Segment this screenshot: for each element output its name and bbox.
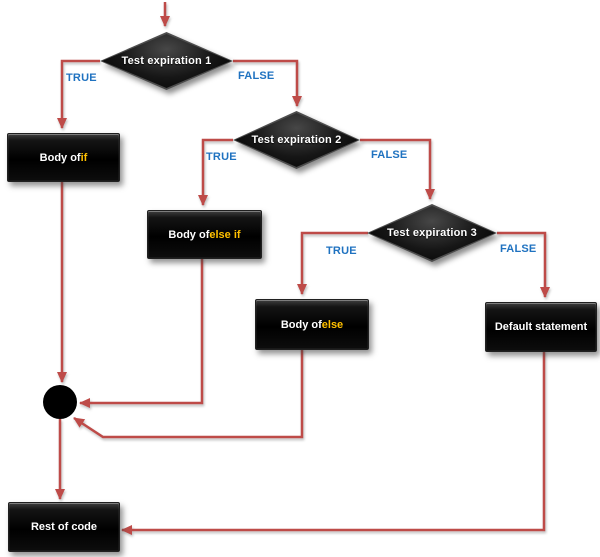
- box-label-prefix: Body of: [168, 228, 210, 241]
- box-body-of-if: Body of if: [7, 133, 120, 182]
- decision-label: Test expiration 2: [251, 134, 342, 146]
- box-label-keyword: else if: [209, 228, 241, 241]
- box-default-statement: Default statement: [485, 302, 597, 352]
- box-label: Rest of code: [30, 521, 97, 533]
- decision-test-expiration-1: Test expiration 1: [100, 32, 233, 90]
- box-rest-of-code: Rest of code: [8, 502, 120, 552]
- box-label-prefix: Body of: [280, 318, 322, 331]
- box-label-prefix: Body of: [39, 151, 81, 164]
- arrow-test3-false-to-default: [497, 231, 550, 298]
- branch-label-test1-false: FALSE: [238, 70, 275, 82]
- box-label-keyword: else: [321, 318, 344, 331]
- decision-test-expiration-3: Test expiration 3: [367, 204, 497, 262]
- box-label-keyword: if: [80, 151, 88, 164]
- arrow-test1-false-to-test2: [233, 59, 302, 107]
- branch-label-test2-true: TRUE: [206, 151, 237, 163]
- decision-label: Test expiration 1: [121, 55, 212, 67]
- diamond-face: Test expiration 1: [102, 34, 231, 88]
- diamond-face: Test expiration 2: [235, 113, 358, 167]
- merge-junction-circle: [43, 385, 77, 419]
- branch-label-test1-true: TRUE: [66, 72, 97, 84]
- arrow-default-to-rest-of-code: [121, 350, 546, 535]
- arrow-body-else-to-merge: [73, 348, 304, 439]
- decision-test-expiration-2: Test expiration 2: [233, 111, 360, 169]
- box-body-of-else: Body of else: [255, 299, 369, 350]
- branch-label-test3-false: FALSE: [500, 243, 537, 255]
- branch-label-test3-true: TRUE: [326, 245, 357, 257]
- arrow-test2-true-to-body-else-if: [198, 138, 233, 206]
- branch-label-test2-false: FALSE: [371, 149, 408, 161]
- arrow-test3-true-to-body-else: [297, 231, 368, 295]
- arrow-body-else-if-to-merge: [79, 257, 204, 408]
- decision-label: Test expiration 3: [387, 227, 477, 239]
- box-label: Default statement: [494, 321, 588, 333]
- arrow-test2-false-to-test3: [360, 138, 435, 200]
- diamond-face: Test expiration 3: [369, 206, 495, 260]
- arrow-test1-true-to-body-if: [57, 59, 100, 129]
- box-body-of-else-if: Body of else if: [147, 210, 262, 259]
